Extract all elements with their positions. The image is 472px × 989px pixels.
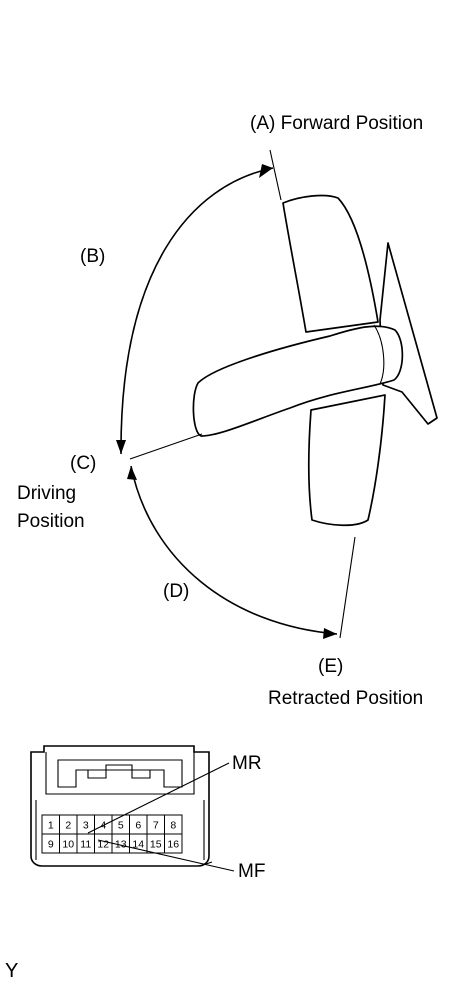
- label-b: (B): [80, 246, 105, 267]
- connector-latch-inner: [57, 759, 183, 788]
- label-retracted-position: Retracted Position: [268, 688, 423, 709]
- arc-d: [130, 465, 338, 635]
- pin-number: 10: [62, 839, 74, 851]
- label-a-forward-position: (A) Forward Position: [250, 113, 423, 134]
- label-position: Position: [17, 511, 85, 532]
- mirror-housing-driving: [192, 325, 404, 437]
- pin-number: 14: [132, 839, 144, 851]
- pin-number: 6: [135, 820, 141, 832]
- pin-number: 12: [97, 839, 109, 851]
- mirror-illustration: [192, 194, 438, 527]
- mirror-housing-edge: [373, 324, 385, 385]
- corner-mark: Y: [5, 960, 18, 982]
- pin-number: 3: [83, 820, 89, 832]
- driving-reference-line: [129, 433, 203, 460]
- arc-b-arrow-forward: [259, 164, 273, 178]
- arc-b-arrow-driving: [116, 440, 126, 454]
- forward-reference-line: [269, 149, 282, 201]
- reference-lines: [129, 149, 356, 639]
- mirror-retracted-outline: [308, 394, 386, 527]
- retracted-reference-line: [339, 536, 356, 639]
- swing-arcs: [116, 164, 338, 639]
- pin-cell: [164, 833, 183, 854]
- pin-number: 2: [65, 820, 71, 832]
- mf-leader-line: [97, 839, 235, 872]
- label-mf: MF: [238, 861, 265, 882]
- pin-number: 15: [150, 839, 162, 851]
- mirror-forward-outline: [282, 194, 379, 333]
- pin-number: 5: [118, 820, 124, 832]
- connector-key: [199, 861, 213, 867]
- label-e: (E): [318, 656, 343, 677]
- pin-number: 9: [48, 839, 54, 851]
- label-mr: MR: [232, 753, 262, 774]
- label-c: (C): [70, 453, 96, 474]
- arc-d-arrow-driving: [127, 466, 137, 480]
- pin-number: 11: [80, 839, 91, 851]
- pin-number: 13: [115, 839, 127, 851]
- connector-lock-tab: [87, 764, 151, 779]
- arc-b: [120, 167, 274, 455]
- pin-number: 1: [48, 820, 54, 832]
- pin-number: 7: [153, 820, 159, 832]
- connector-latch: [45, 752, 195, 795]
- pin-number: 16: [167, 839, 179, 851]
- arc-d-arrow-retracted: [323, 628, 337, 639]
- pin-number: 8: [170, 820, 176, 832]
- label-driving: Driving: [17, 483, 76, 504]
- mr-leader-line: [87, 762, 230, 834]
- label-d: (D): [163, 581, 189, 602]
